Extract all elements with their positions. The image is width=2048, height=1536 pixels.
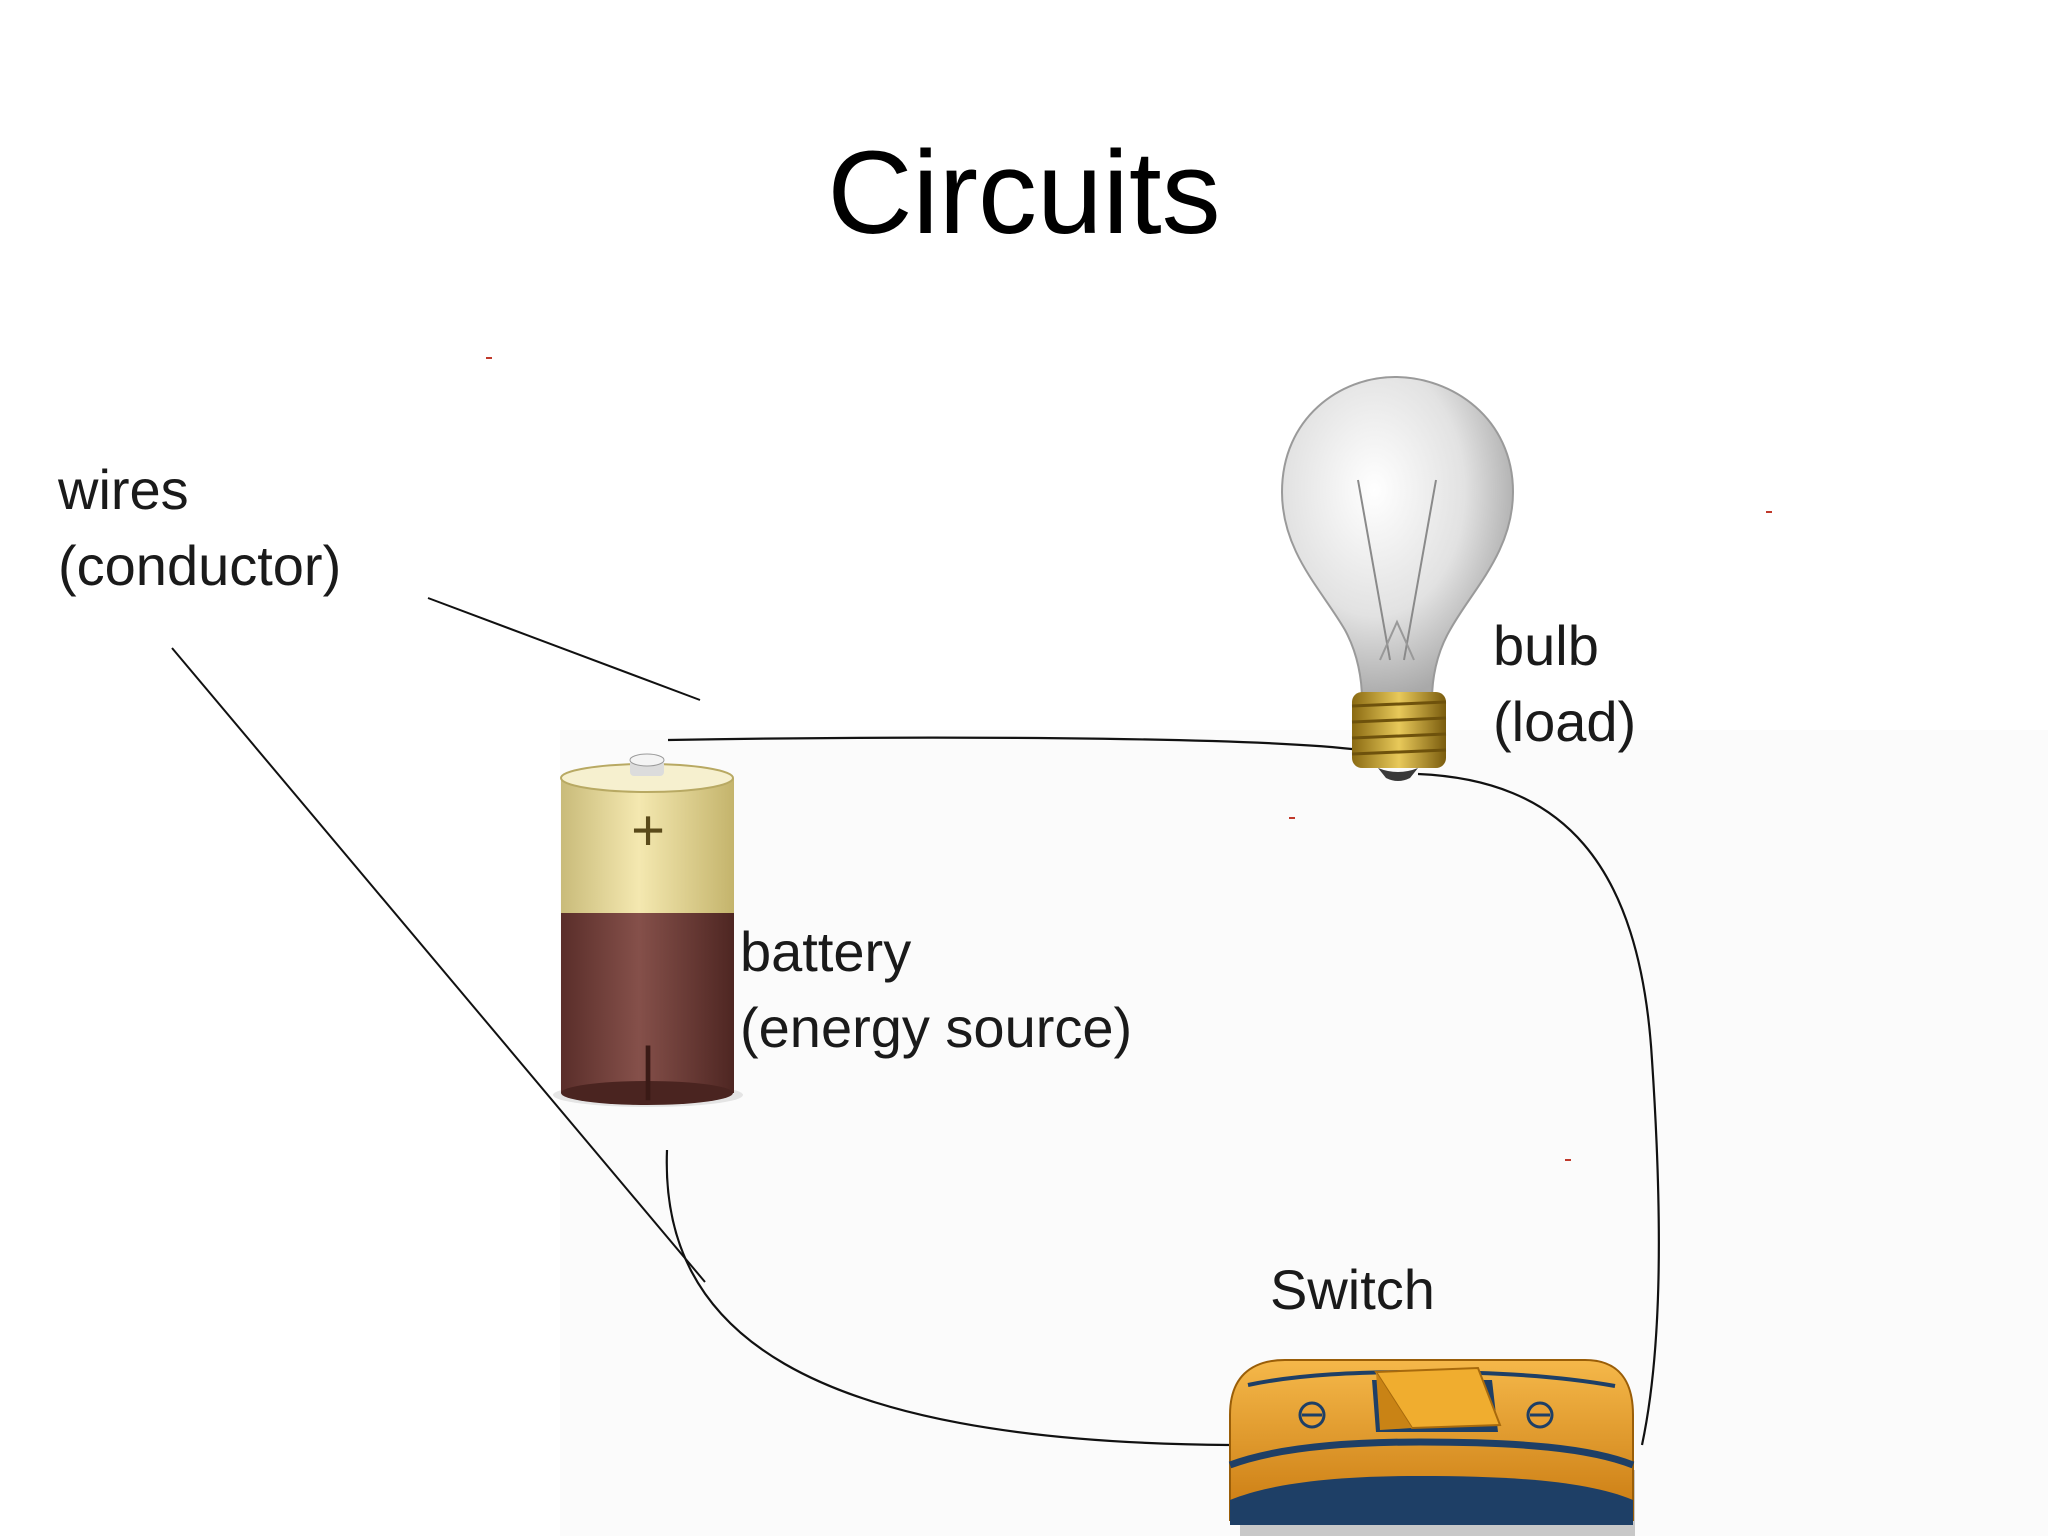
battery-label-line1: battery [740,920,912,983]
wires-label: wires (conductor) [58,452,341,604]
battery-negative-symbol: | [640,1036,655,1101]
switch-icon [1228,1359,1635,1536]
wire-bulb-to-switch [1417,772,1660,1446]
wires-label-line1: wires [58,458,189,521]
wire-battery-to-bulb [667,736,1361,752]
bulb-label: bulb (load) [1493,608,1636,760]
battery-icon: + | [553,753,743,1107]
switch-label: Switch [1270,1252,1435,1328]
bulb-label-line2: (load) [1493,690,1637,753]
battery-label: battery (energy source) [740,914,1132,1066]
pointer-line-upper [427,597,701,701]
bulb-label-line1: bulb [1493,614,1599,677]
light-bulb-icon [1280,375,1515,781]
battery-label-line2: (energy source) [740,996,1133,1059]
switch-label-line1: Switch [1270,1258,1435,1321]
battery-positive-symbol: + [631,798,665,863]
wires-label-line2: (conductor) [58,534,342,597]
pointer-line-lower [171,647,706,1283]
slide-title: Circuits [827,127,1221,259]
wire-battery-to-switch [665,1149,1231,1447]
stray-marks [486,357,1772,1161]
